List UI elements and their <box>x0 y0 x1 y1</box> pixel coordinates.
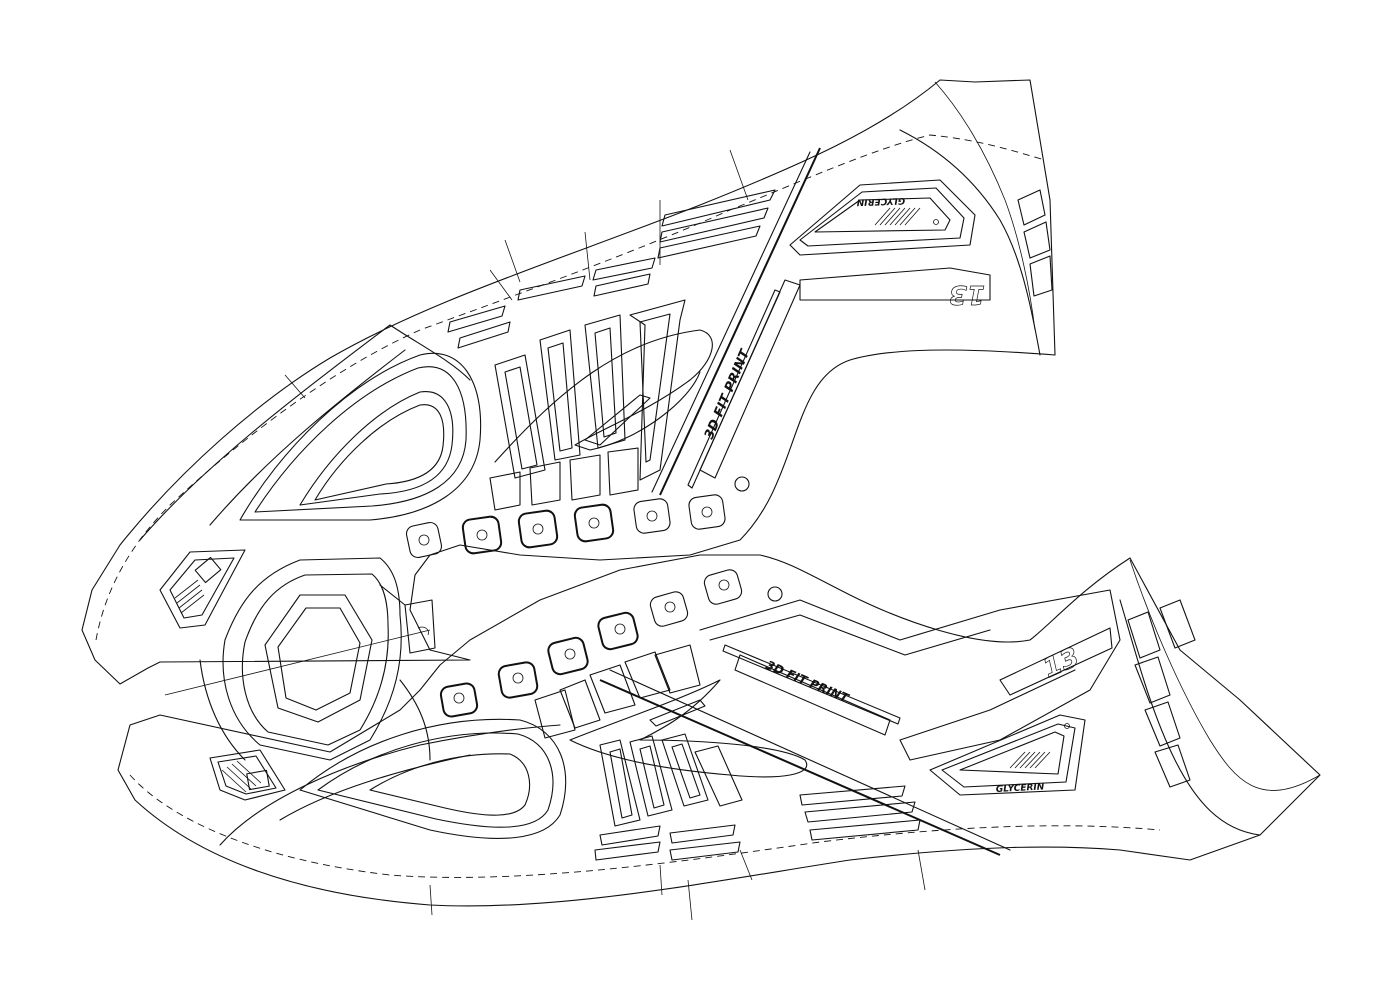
upper-pattern-piece: 3D FIT PRINT GLYCERIN 13 <box>81 79 1056 685</box>
lower-pattern-piece: 3D FIT PRINT GLYCERIN 13 <box>117 554 1321 921</box>
center-tongue-region <box>164 557 436 761</box>
lower-piece-outline <box>117 554 1321 907</box>
lower-frame-line-2 <box>709 614 991 656</box>
lower-fit-print-label: 3D FIT PRINT <box>764 658 851 706</box>
lower-toe-line-2 <box>279 754 471 821</box>
eyelet <box>573 503 615 543</box>
eyelet <box>703 569 743 605</box>
eyelet <box>597 611 639 651</box>
upper-chevron-fins <box>494 299 686 481</box>
lower-frame-line <box>699 589 1121 761</box>
lower-toe-window <box>299 718 567 839</box>
eyelet <box>517 509 559 549</box>
upper-brand-logo <box>494 329 713 463</box>
lower-heel-bars <box>1127 599 1196 788</box>
upper-heel-line <box>934 81 1036 331</box>
eyelet <box>649 591 689 627</box>
lower-brand-stripes <box>1009 751 1051 769</box>
tongue-outline <box>222 557 402 761</box>
upper-brand-logo-inner <box>584 394 651 446</box>
eyelet <box>439 682 479 718</box>
lower-stripe-band <box>594 785 921 861</box>
lower-toe-cap <box>219 724 561 846</box>
upper-toe-badge <box>159 549 246 629</box>
upper-brand-panel: GLYCERIN <box>789 179 976 256</box>
upper-brand-stripes <box>874 207 921 226</box>
eyelet <box>497 661 539 699</box>
upper-toe-window <box>239 352 482 521</box>
upper-model-number-text: 13 <box>949 279 985 309</box>
tongue-tab <box>404 599 436 654</box>
lower-brand-logo-inner <box>649 699 706 727</box>
reference-line <box>164 629 431 696</box>
lower-brand-logo <box>569 679 808 778</box>
lower-chevron-fins <box>599 733 743 827</box>
lower-toe-badge <box>209 749 286 801</box>
tongue-inner <box>241 573 389 746</box>
lower-brand-panel: GLYCERIN <box>929 714 1086 796</box>
lower-eyelets <box>439 569 783 718</box>
upper-chevron-row <box>489 447 639 511</box>
tongue-side-curve <box>199 659 246 761</box>
eyelet <box>405 521 443 559</box>
lower-model-number: 13 <box>999 627 1113 696</box>
upper-toe-cap <box>139 324 471 541</box>
upper-collar-curve <box>899 129 1041 356</box>
tongue-window <box>264 594 373 723</box>
upper-toe-line-2 <box>209 349 406 526</box>
tongue-link-2 <box>399 679 431 761</box>
lower-fit-print-strip: 3D FIT PRINT <box>722 644 901 736</box>
lower-chevron-row <box>534 644 701 739</box>
lower-brand-text: GLYCERIN <box>996 782 1045 795</box>
lower-heel-curve <box>1119 599 1261 836</box>
tongue-tab-mark <box>417 626 429 636</box>
lower-heel-line <box>1129 559 1321 791</box>
upper-brand-text: GLYCERIN <box>856 195 905 207</box>
upper-eyelets <box>405 476 750 559</box>
eyelet <box>633 498 671 534</box>
upper-panel-dividers <box>284 147 821 496</box>
upper-model-number: 13 <box>799 267 991 309</box>
tongue-window-inner <box>277 607 361 711</box>
upper-fit-print-label: 3D FIT PRINT <box>702 347 754 442</box>
upper-heel-bars <box>1017 189 1053 297</box>
eyelet <box>688 494 726 530</box>
tongue-link <box>379 584 406 606</box>
lower-stitch-line <box>129 774 1161 878</box>
upper-stripe-band <box>447 189 776 349</box>
upper-piece-outline <box>81 79 1056 685</box>
eyelet <box>461 515 503 555</box>
lower-panel-dividers <box>429 669 1011 921</box>
eyelet <box>547 636 589 676</box>
